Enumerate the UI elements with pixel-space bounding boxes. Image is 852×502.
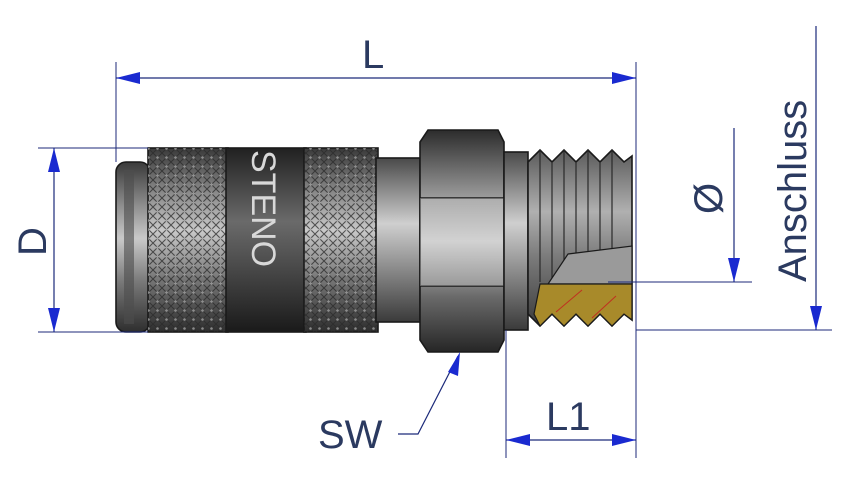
- label-wrench-size: SW: [318, 413, 383, 457]
- arrowhead-right: [612, 72, 636, 84]
- brand-engraving: STENO: [244, 150, 282, 267]
- dimension-bore: Ø: [608, 128, 752, 283]
- dimension-thread-length: L1: [505, 330, 637, 458]
- section-cut: [533, 283, 633, 328]
- front-ring: [115, 161, 151, 333]
- arrowhead-sw: [448, 352, 460, 376]
- arrowhead-left: [116, 72, 140, 84]
- arrowhead-bore: [728, 258, 740, 282]
- label-connection: Anschluss: [771, 100, 815, 282]
- label-thread-length: L1: [546, 395, 591, 439]
- knurled-sleeve-left: [147, 147, 229, 333]
- arrowhead-bottom: [48, 308, 60, 332]
- dimension-wrench-size: SW: [318, 352, 460, 457]
- dimension-connection: Anschluss: [636, 26, 832, 331]
- threaded-end: [503, 148, 633, 331]
- knurled-sleeve-right: [303, 147, 379, 333]
- engraved-band: STENO: [225, 147, 307, 333]
- dimension-diameter: D: [11, 147, 148, 333]
- label-bore: Ø: [687, 183, 731, 214]
- arrowhead-connection: [810, 306, 822, 330]
- arrowhead-l1-left: [506, 434, 530, 446]
- neck: [375, 157, 421, 323]
- label-diameter: D: [11, 227, 55, 256]
- hex-nut: [419, 129, 505, 353]
- label-length: L: [362, 33, 384, 77]
- arrowhead-l1-right: [612, 434, 636, 446]
- dimension-length: L: [115, 33, 637, 330]
- arrowhead-top: [48, 148, 60, 172]
